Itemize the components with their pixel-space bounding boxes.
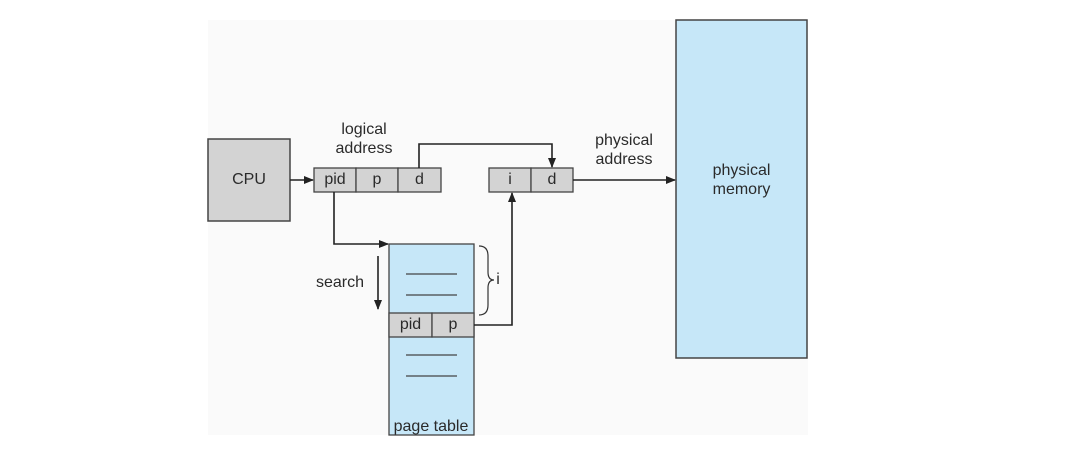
logical-address-register bbox=[313, 167, 442, 193]
page-table-entry-p: p bbox=[448, 316, 458, 333]
cpu-box bbox=[207, 138, 291, 222]
logical-address-label-line2: address bbox=[335, 140, 393, 157]
physical-field-d: d bbox=[547, 171, 557, 188]
offset-d-arrow bbox=[418, 143, 556, 168]
logical-field-d: d bbox=[415, 171, 424, 188]
search-label: search bbox=[315, 274, 365, 291]
index-i-arrow bbox=[474, 192, 516, 326]
logical-address-label-line1: logical bbox=[341, 121, 387, 138]
page-table-entry-pid: pid bbox=[399, 316, 422, 333]
physical-memory-label-line1: physical bbox=[712, 162, 771, 179]
physical-memory-label-line2: memory bbox=[712, 181, 771, 198]
logical-field-pid: pid bbox=[324, 171, 346, 188]
physical-memory-box bbox=[675, 19, 808, 359]
index-i-label: i bbox=[496, 271, 500, 288]
physical-address-label-line2: address bbox=[595, 151, 653, 168]
physical-field-i: i bbox=[508, 171, 512, 188]
physical-address-label-line1: physical bbox=[595, 132, 653, 149]
index-brace bbox=[478, 245, 495, 316]
cpu-label: CPU bbox=[232, 171, 266, 188]
page-table-label: page table bbox=[393, 418, 469, 435]
logical-field-p: p bbox=[372, 171, 382, 188]
pid-to-page-table-arrow bbox=[333, 192, 389, 248]
page-table bbox=[388, 243, 475, 436]
